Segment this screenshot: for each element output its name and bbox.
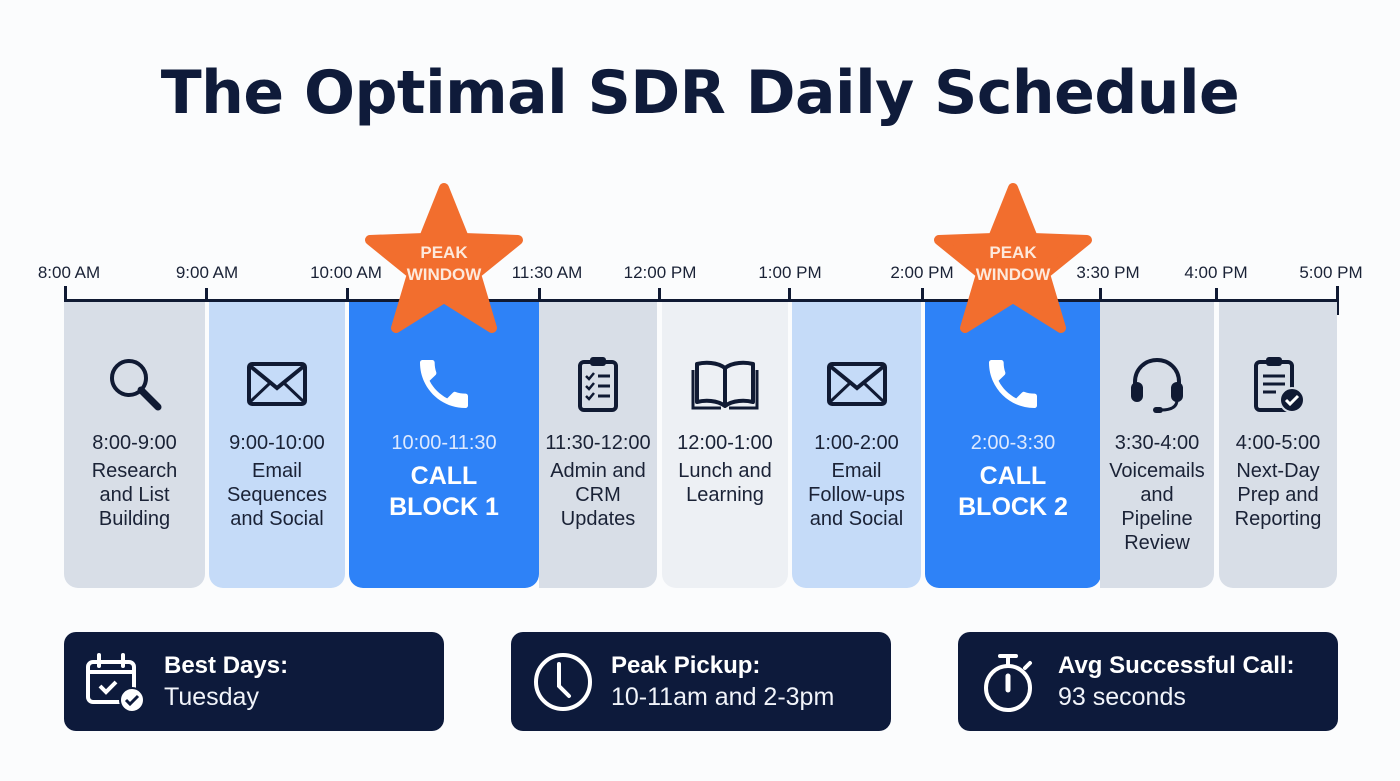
schedule-block-email-sequences: 9:00-10:00 Email Sequences and Social (209, 302, 345, 588)
headset-icon (1125, 352, 1189, 416)
block-time: 11:30-12:00 (545, 432, 651, 454)
tick-mark (64, 286, 67, 315)
peak-badge-line2: WINDOW (406, 265, 482, 284)
tick-label: 11:30 AM (511, 263, 583, 282)
schedule-block-call-block-2: 2:00-3:30 CALL BLOCK 2 (925, 302, 1101, 588)
tick-label: 12:00 PM (623, 263, 697, 282)
stat-title: Avg Successful Call: (1058, 651, 1295, 679)
search-icon (103, 352, 167, 416)
peak-badge-line1: PEAK (420, 243, 468, 262)
tick-mark (538, 288, 541, 302)
schedule-block-email-followups: 1:00-2:00 Email Follow-ups and Social (792, 302, 921, 588)
tick-label: 3:30 PM (1076, 263, 1140, 282)
peak-window-badge: PEAK WINDOW (362, 182, 526, 338)
tick-mark (1215, 288, 1218, 302)
tick-label: 10:00 AM (310, 263, 382, 282)
block-label: CALL BLOCK 1 (389, 462, 499, 521)
timeline-axis (64, 299, 1339, 302)
block-label: Email Sequences and Social (226, 460, 328, 530)
phone-icon (981, 352, 1045, 416)
block-label: Admin and CRM Updates (550, 460, 646, 530)
tick-label: 4:00 PM (1184, 263, 1248, 282)
tick-label: 9:00 AM (175, 263, 239, 282)
peak-window-badge: PEAK WINDOW (931, 182, 1095, 338)
block-label: Research and List Building (91, 460, 178, 530)
clock-icon (531, 650, 595, 714)
peak-badge-line1: PEAK (989, 243, 1037, 262)
block-label: Next-Day Prep and Reporting (1234, 460, 1322, 530)
schedule-block-lunch: 12:00-1:00 Lunch and Learning (662, 302, 788, 588)
block-label: CALL BLOCK 2 (958, 462, 1068, 521)
clipboard-check-icon (1246, 352, 1310, 416)
block-time: 2:00-3:30 (970, 432, 1056, 454)
block-time: 8:00-9:00 (92, 432, 177, 454)
block-time: 9:00-10:00 (229, 432, 325, 454)
tick-mark (658, 288, 661, 302)
open-book-icon (691, 352, 759, 416)
tick-label: 1:00 PM (758, 263, 822, 282)
star-icon (934, 183, 1092, 333)
tick-mark (1099, 288, 1102, 302)
phone-icon (412, 352, 476, 416)
block-label: Email Follow-ups and Social (808, 460, 905, 530)
envelope-icon (245, 352, 309, 416)
stat-card-avg-call: Avg Successful Call: 93 seconds (958, 632, 1338, 731)
schedule-block-research: 8:00-9:00 Research and List Building (64, 302, 205, 588)
schedule-block-call-block-1: 10:00-11:30 CALL BLOCK 1 (349, 302, 539, 588)
stopwatch-icon (978, 650, 1042, 714)
peak-badge-line2: WINDOW (975, 265, 1051, 284)
schedule-block-next-day-prep: 4:00-5:00 Next-Day Prep and Reporting (1219, 302, 1337, 588)
clipboard-checklist-icon (566, 352, 630, 416)
tick-mark (205, 288, 208, 302)
tick-label: 2:00 PM (890, 263, 954, 282)
envelope-icon (825, 352, 889, 416)
calendar-check-icon (84, 650, 148, 714)
block-time: 3:30-4:00 (1114, 432, 1200, 454)
block-label: Lunch and Learning (678, 460, 772, 506)
stat-card-peak-pickup: Peak Pickup: 10-11am and 2-3pm (511, 632, 891, 731)
schedule-block-admin: 11:30-12:00 Admin and CRM Updates (539, 302, 657, 588)
page-title: The Optimal SDR Daily Schedule (160, 58, 1240, 128)
stat-title: Peak Pickup: (611, 651, 761, 679)
tick-mark (788, 288, 791, 302)
block-time: 10:00-11:30 (391, 432, 497, 454)
schedule-block-voicemails: 3:30-4:00 Voicemails and Pipeline Review (1100, 302, 1214, 588)
block-label: Voicemails and Pipeline Review (1109, 460, 1205, 554)
star-icon (365, 183, 523, 333)
block-time: 1:00-2:00 (814, 432, 899, 454)
tick-mark (921, 288, 924, 302)
tick-mark (1336, 286, 1339, 315)
stat-value: 10-11am and 2-3pm (611, 682, 835, 711)
stat-title: Best Days: (164, 651, 289, 679)
tick-mark (346, 288, 349, 302)
block-time: 12:00-1:00 (677, 432, 773, 454)
block-time: 4:00-5:00 (1235, 432, 1321, 454)
stat-value: 93 seconds (1058, 682, 1186, 711)
tick-label: 8:00 AM (37, 263, 101, 282)
stat-card-best-days: Best Days: Tuesday (64, 632, 444, 731)
tick-label: 5:00 PM (1299, 263, 1363, 282)
stat-value: Tuesday (164, 682, 259, 711)
